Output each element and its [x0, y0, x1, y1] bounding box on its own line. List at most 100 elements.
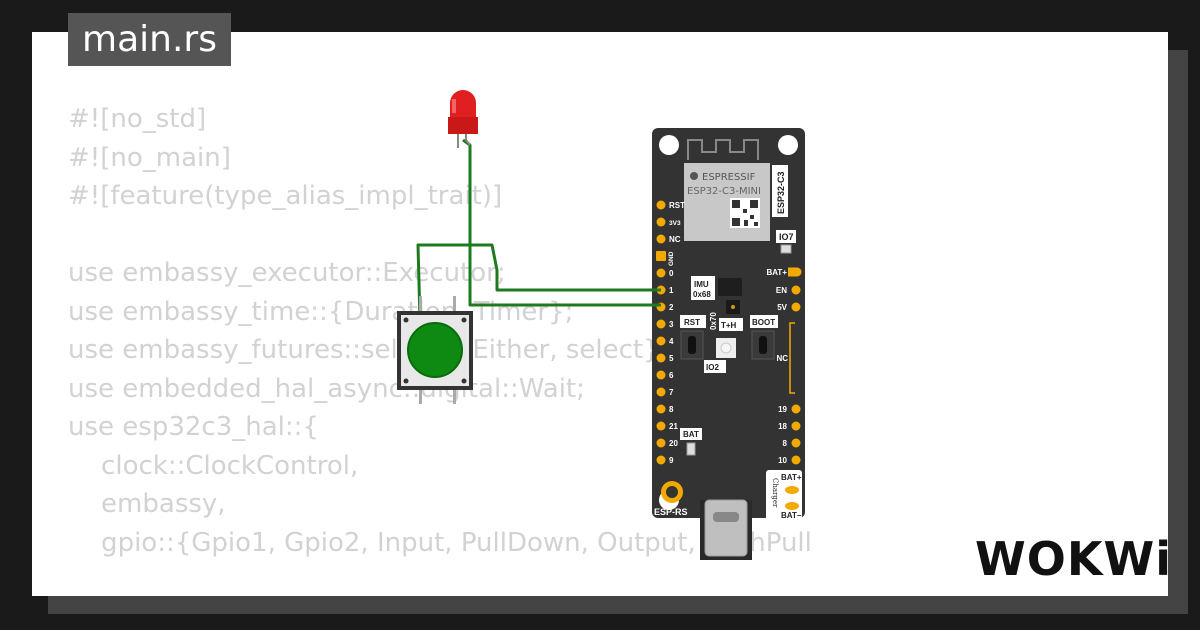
code-line: clock::ClockControl, [68, 450, 359, 481]
code-line: use embassy_executor::Executor; [68, 258, 506, 288]
pin-left-label: RST [669, 201, 685, 210]
pin-left-9[interactable] [656, 455, 666, 465]
bat-plus-pad[interactable] [785, 486, 799, 494]
pin-right-label: 5V [777, 303, 787, 312]
pin-left-gnd[interactable] [656, 251, 666, 261]
bat-label-box [680, 428, 702, 440]
pin-right-19[interactable] [791, 404, 801, 414]
board-pins: RST3V3NCGND01234567821209BAT+EN5VNC19188… [656, 200, 802, 465]
charger-label: Charger [771, 478, 779, 508]
code-line: #![no_main] [68, 142, 231, 173]
button-corner-bl [403, 378, 409, 384]
bat-minus-pad[interactable] [785, 502, 799, 510]
pin-right-label: 10 [778, 456, 787, 465]
espressif-logo-icon [690, 172, 698, 180]
pin-left-label: 2 [669, 303, 674, 312]
wire-button-to-gpio1[interactable] [416, 243, 661, 321]
esp32-c3-board[interactable]: ESPRESSIF ESP32-C3-MINI ESP32-C3 IO7 IMU… [652, 128, 805, 560]
pin-left-20[interactable] [656, 438, 666, 448]
code-line: use embedded_hal_async::digital::Wait; [68, 373, 585, 404]
pin-left-label: 8 [669, 405, 674, 414]
red-led[interactable] [448, 90, 478, 148]
pin-left-rst[interactable] [656, 200, 666, 210]
chip-label-box [772, 165, 788, 217]
pin-right-label: BAT+ [766, 268, 787, 277]
pin-left-label: 3 [669, 320, 674, 329]
button-corner-tr [461, 317, 467, 323]
qr-pattern [732, 200, 758, 226]
io2-label: IO2 [706, 363, 719, 372]
bat-led [686, 442, 696, 456]
pin-left-5[interactable] [656, 353, 666, 363]
nc-bracket [789, 322, 795, 394]
pin-right-label: NC [776, 354, 788, 363]
pin-left-0[interactable] [656, 268, 666, 278]
io2-led-lens [720, 342, 732, 354]
imu-label: IMU [694, 280, 709, 289]
pin-left-label: 3V3 [669, 220, 681, 227]
pin-left-8[interactable] [656, 404, 666, 414]
code-line: embassy, [68, 489, 226, 519]
code-preview: #![no_std]#![no_main]#![feature(type_ali… [68, 100, 812, 562]
pin-right-label: 18 [778, 422, 787, 431]
mount-hole-tr [778, 135, 798, 155]
pin-left-4[interactable] [656, 336, 666, 346]
module-name: ESP32-C3-MINI [687, 186, 761, 197]
pin-left-3[interactable] [656, 319, 666, 329]
rst-label: RST [684, 318, 700, 327]
pin-left-label: 0 [669, 269, 674, 278]
led-highlight [452, 99, 456, 113]
led-leg-anode [465, 132, 471, 146]
button-leg-tr [453, 296, 456, 312]
button-leg-bl [419, 388, 422, 404]
button-corner-tl [403, 317, 409, 323]
pin-left-label: 9 [669, 456, 674, 465]
usb-c-port [713, 512, 739, 522]
bat-minus-label: BAT− [781, 511, 802, 520]
button-corner-br [461, 378, 467, 384]
pin-left-label: GND [668, 251, 675, 266]
rst-label-box [680, 315, 706, 328]
pin-right-en[interactable] [791, 285, 801, 295]
pin-left-label: NC [669, 235, 681, 244]
pin-left-nc[interactable] [656, 234, 666, 244]
wire-led-to-gpio2[interactable] [462, 138, 661, 307]
bat-label: BAT [683, 430, 699, 439]
pin-left-label: 5 [669, 354, 674, 363]
module-brand: ESPRESSIF [702, 172, 756, 183]
rst-button-cap [688, 336, 696, 354]
wokwi-logo: WOKWi [975, 532, 1172, 586]
pin-right-label: 8 [783, 439, 788, 448]
imu-label-box [691, 276, 715, 300]
pin-right-18[interactable] [791, 421, 801, 431]
pin-left-6[interactable] [656, 370, 666, 380]
pushbutton[interactable] [397, 296, 473, 404]
code-line: use esp32c3_hal::{ [68, 412, 319, 442]
pin-right-8[interactable] [791, 438, 801, 448]
antenna-trace [687, 139, 759, 160]
pin-left-label: 4 [669, 337, 674, 346]
pin-left-7[interactable] [656, 387, 666, 397]
pin-right-10[interactable] [791, 455, 801, 465]
pin-right-label: 19 [778, 405, 787, 414]
imu-chip [718, 278, 742, 296]
code-line: #![no_std] [68, 104, 207, 134]
th-addr: 0x70 [709, 312, 718, 330]
button-cap[interactable] [407, 322, 463, 378]
pin-left-21[interactable] [656, 421, 666, 431]
chip-label: ESP32-C3 [776, 171, 786, 214]
file-tab[interactable]: main.rs [68, 13, 231, 66]
io7-label: IO7 [779, 232, 794, 242]
pin-left-label: 7 [669, 388, 674, 397]
code-line: use embassy_futures::select::{Either, se… [68, 335, 669, 365]
pin-left-3v3[interactable] [656, 217, 666, 227]
mount-hole-tl [659, 135, 679, 155]
led-dome [450, 90, 476, 117]
button-leg-br [453, 388, 456, 404]
io7-led [780, 244, 792, 254]
imu-addr: 0x68 [693, 290, 711, 299]
pin-right-5v[interactable] [791, 302, 801, 312]
th-label-box [719, 318, 743, 331]
pin-right-batplus[interactable] [788, 267, 802, 277]
led-base [448, 117, 478, 134]
